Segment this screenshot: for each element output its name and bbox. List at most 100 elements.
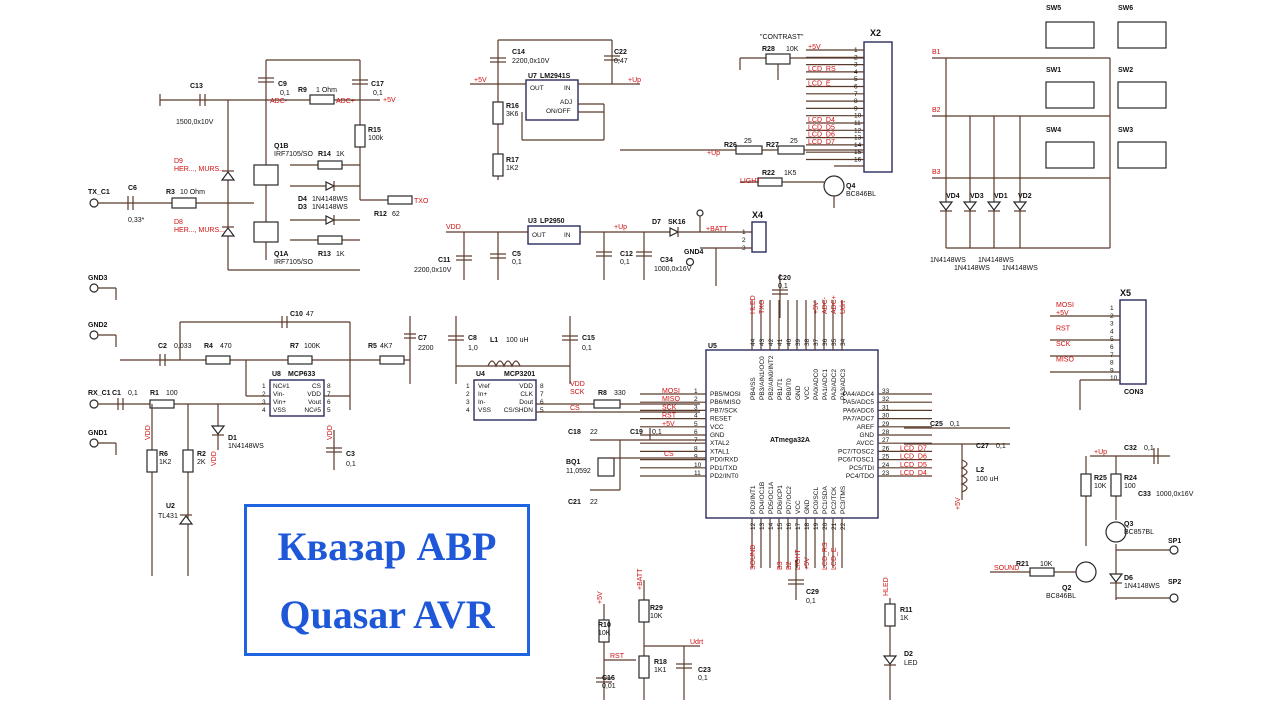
q1b-part: IRF7105/SO [274,151,313,158]
u4-right-pin-num: 7 [540,391,544,398]
u5-bottom-pin-label: PD7/OC2 [786,486,793,514]
x5-pin-num: 2 [1110,313,1114,320]
c29-ref: C29 [806,589,819,596]
q3-ref: Q3 [1124,521,1133,528]
c17-value: 0,1 [373,90,383,97]
u7-regulator: C14 2200,0x10V C22 0,47 U7 LM2941S OUT I… [470,39,641,180]
u7-pin-in: IN [564,85,571,92]
x5-pin-num: 1 [1110,305,1114,312]
r4-ref: R4 [204,343,213,350]
u7-name: LM2941S [540,73,571,80]
u8-left-pin-num: 1 [262,383,266,390]
u5-top-pin-num: 44 [750,338,757,346]
u4-right-pin-label: CLK [520,391,533,398]
title-english: Quasar AVR [279,592,495,637]
u5-right-pin-label: AVCC [856,440,874,447]
d7-ref: D7 [652,219,661,226]
x2-net: LCD_D5 [808,124,835,131]
r16-value: 3K6 [506,111,519,118]
c5-value: 0,1 [512,259,522,266]
tx-label: TX_C1 [88,189,110,196]
bridge-section: C13 1500,0x10V C9 0,1 R9 1 Ohm ADC- ADC+… [88,59,429,271]
u5-right-pin-label: PA4/ADC4 [843,391,874,398]
x5-pin-num: 6 [1110,344,1114,351]
x2-pin-num: 15 [854,149,862,156]
x2-pin-num: 13 [854,135,862,142]
c21-ref: C21 [568,499,581,506]
u8-left-pin-num: 3 [262,399,266,406]
x5-pin-num: 8 [1110,360,1114,367]
u5-bottom-pin-num: 18 [804,522,811,530]
c25-ref: C25 [930,421,943,428]
sw2-ref: SW2 [1118,67,1133,74]
c9-value: 0,1 [280,90,290,97]
u5-left-pin-num: 7 [694,437,698,444]
u8-right-pin-num: 5 [327,407,331,414]
u5-top-pin-label: PA2/ADC2 [831,369,838,400]
u5-top-pin-num: 40 [786,338,793,346]
vd1-ref: VD1 [994,193,1008,200]
gnd2-label: GND2 [88,322,108,329]
c2-value: 0,033 [174,343,192,350]
x2-pin-num: 1 [854,47,858,54]
u7-ref: U7 [528,73,537,80]
c7-value: 2200 [418,345,434,352]
sp1-label: SP1 [1168,538,1181,545]
u2-part: TL431 [158,513,178,520]
vd3-ref: VD3 [970,193,984,200]
d6-ref: D6 [1124,575,1133,582]
gnd3-terminal [89,283,99,293]
u8-left-pin-label: Vin+ [273,399,286,406]
r22-value: 1K5 [784,170,797,177]
vd3-part: 1N4148WS [954,265,990,272]
r17-value: 1K2 [506,165,519,172]
u8-right-pin-label: CS [312,383,322,390]
x2-pin-num: 4 [854,69,858,76]
sw4-ref: SW4 [1046,127,1061,134]
u8-left-pin-num: 2 [262,391,266,398]
bq1-value: 11,0592 [566,468,591,475]
row-b3: B3 [932,169,941,176]
u8-left-pin-label: NC#1 [273,383,290,390]
u5-bottom-pin-label: PC1/SDA [822,486,829,514]
c29-value: 0,1 [806,598,816,605]
u5-right-pin-label: PC7/TOSC2 [838,448,874,455]
u4-right-pin-num: 5 [540,407,544,414]
u4-left-pin-label: In- [478,399,486,406]
x2-lcd-section: "CONTRAST" R28 10K X2 R26 25 R27 25 +Up … [620,28,893,208]
u4-left-pin-num: 2 [466,391,470,398]
adc-minus-label: ADC- [270,98,288,105]
u5-top-net: +5V [813,301,820,314]
l1-value: 100 uH [506,337,529,344]
c32-ref: C32 [1124,445,1137,452]
u4-left-pin-num: 3 [466,399,470,406]
u5-left-pin-num: 4 [694,413,698,420]
sp2-terminal [1169,593,1179,603]
x5-ref: X5 [1120,288,1131,298]
sw1-ref: SW1 [1046,67,1061,74]
u3-pin-out: OUT [532,232,546,239]
r18-ref: R18 [654,659,667,666]
u8-left-pin-num: 4 [262,407,266,414]
u5-top-pins: 44PB4/SSHLED43PB3/AIN1/OC0TXO42PB2/AIN0/… [750,295,847,400]
r24-value: 100 [1124,483,1136,490]
u7-pin-adj: ADJ [560,99,572,106]
r16-ref: R16 [506,103,519,110]
c2-ref: C2 [158,343,167,350]
r15-ref: R15 [368,127,381,134]
u5-top-pin-num: 41 [777,338,784,346]
u5-left-pin-label: XTAL1 [710,448,730,455]
u5-top-net: ADC- [822,296,829,314]
r14-value: 1K [336,151,345,158]
u5-top-pin-label: PB0/T0 [786,378,793,400]
u5-bottom-net: LCD_E [831,547,838,570]
u4-adc: C7 2200 C8 1,0 L1 100 uH C15 0,1 U4 MCP3… [404,316,700,421]
x2-pin-num: 16 [854,157,862,164]
sp1-terminal [1169,545,1179,555]
c25-value: 0,1 [950,421,960,428]
x5-net: SCK [1056,341,1071,348]
x2-pin-num: 9 [854,105,858,112]
x2-net: LCD_E [808,81,831,88]
